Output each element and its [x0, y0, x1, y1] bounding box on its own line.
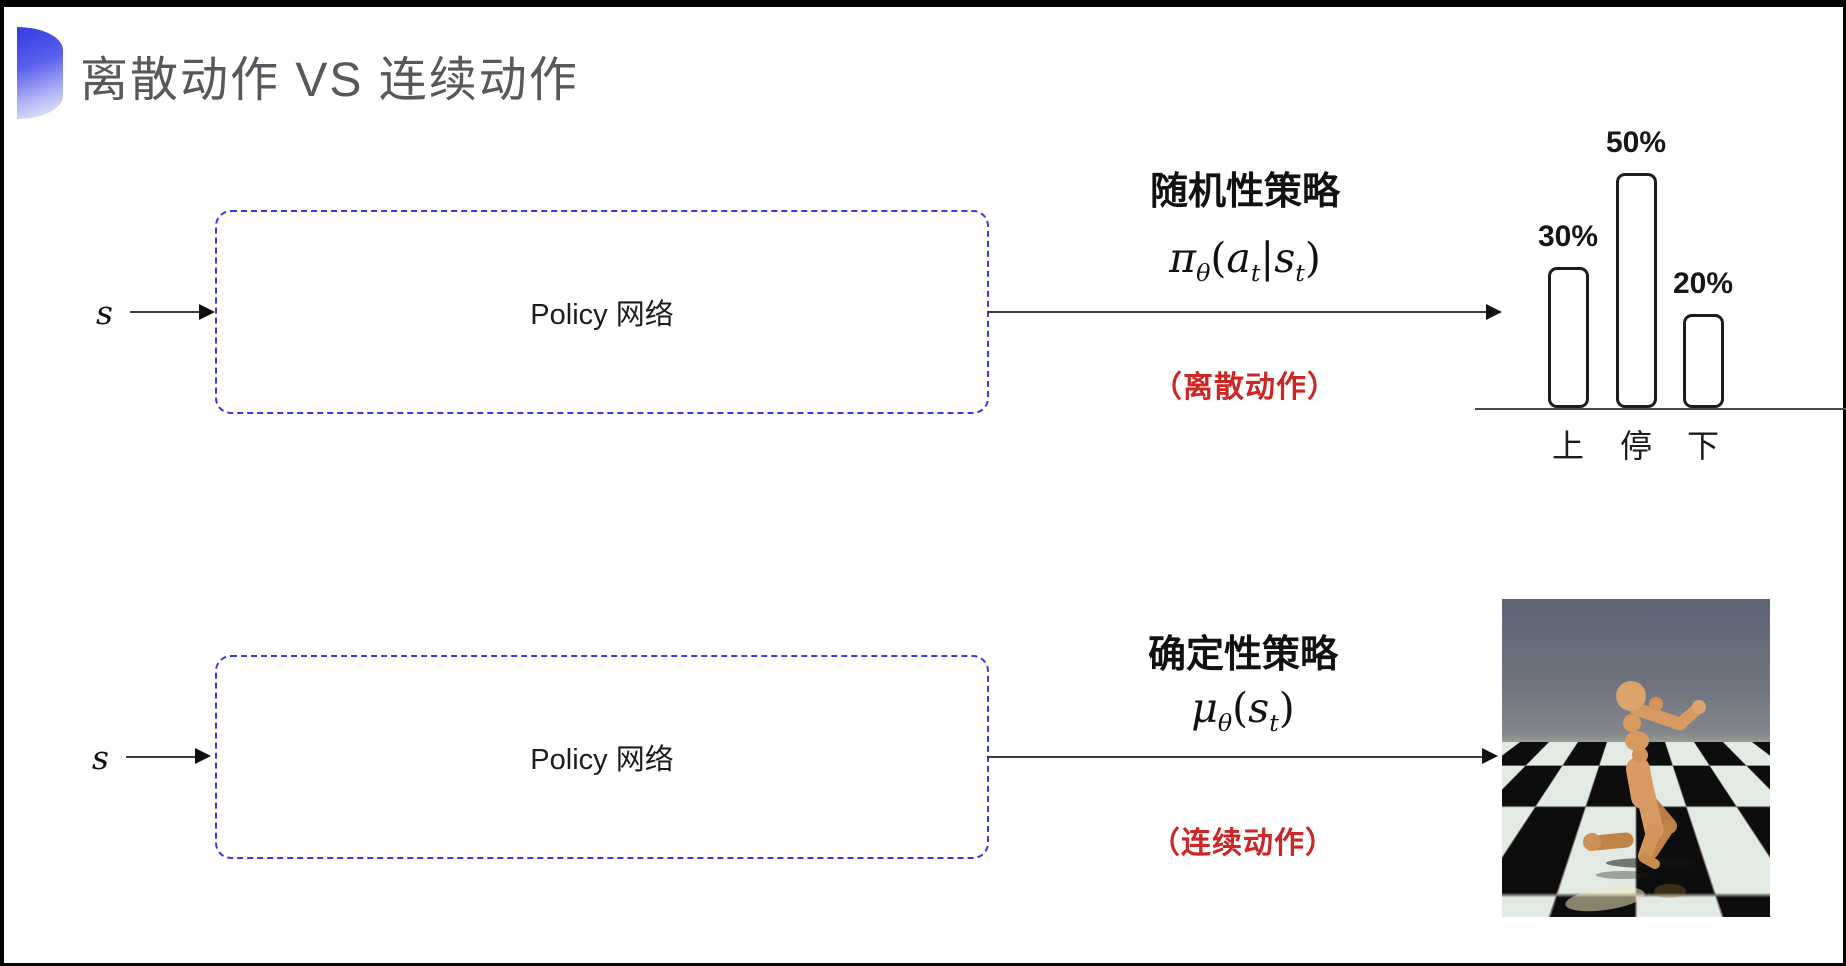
policy-network-label: Policy 网络	[530, 744, 674, 776]
state-input-label-bottom: s	[92, 738, 109, 777]
bar-column: 20%	[1658, 267, 1748, 408]
arrow-line	[130, 311, 202, 313]
deterministic-policy-title: 确定性策略	[1147, 634, 1338, 676]
bar-column: 30%	[1523, 220, 1613, 408]
stochastic-policy-title: 随机性策略	[1149, 171, 1340, 213]
formula-theta-sub: θ	[1217, 709, 1233, 738]
bar	[1615, 173, 1657, 408]
bar-value-label: 20%	[1672, 267, 1734, 300]
category-label: 上	[1551, 428, 1584, 464]
policy-network-label: Policy 网络	[530, 299, 674, 331]
arrow-head-icon	[1482, 748, 1498, 764]
bar-value-label: 30%	[1537, 220, 1599, 253]
humanoid-robot-icon	[1565, 681, 1706, 912]
formula-paren: (	[1210, 234, 1227, 282]
humanoid-simulation-image	[1502, 599, 1770, 917]
formula-s: s	[1274, 234, 1296, 282]
bar-value-label: 50%	[1605, 126, 1667, 159]
arrow-line	[987, 756, 1483, 758]
state-input-label-top: s	[96, 293, 113, 332]
bar-column: 50%	[1591, 126, 1681, 408]
arrow-head-icon	[1486, 304, 1502, 320]
formula-bar: |	[1260, 234, 1275, 282]
bar	[1547, 267, 1589, 408]
policy-network-box-top: Policy 网络	[215, 210, 989, 414]
action-probability-bar-chart: 30% 50% 20% 上 停 下	[1475, 95, 1846, 464]
discrete-action-note: （离散动作）	[1152, 371, 1338, 404]
arrow-line	[987, 311, 1487, 313]
arrow-line	[126, 756, 198, 758]
formula-theta-sub: θ	[1196, 259, 1211, 288]
category-label: 下	[1686, 428, 1719, 464]
chart-baseline	[1475, 408, 1846, 410]
formula-t-sub: t	[1269, 709, 1279, 738]
page-title: 离散动作 VS 连续动作	[80, 54, 579, 107]
formula-paren: (	[1232, 684, 1249, 732]
policy-network-box-bottom: Policy 网络	[215, 655, 989, 859]
formula-paren: )	[1278, 684, 1295, 732]
deterministic-policy-formula: μθ(st)	[1078, 684, 1408, 737]
formula-t-sub: t	[1295, 259, 1305, 288]
formula-mu: μ	[1191, 684, 1218, 732]
formula-t-sub: t	[1250, 259, 1261, 288]
category-label: 停	[1619, 428, 1652, 464]
stochastic-policy-formula: πθ(at|st)	[1080, 234, 1410, 287]
arrow-head-icon	[199, 304, 215, 320]
accent-circle-icon	[17, 27, 63, 119]
arrow-head-icon	[195, 748, 211, 764]
bar	[1682, 314, 1724, 408]
formula-a: a	[1226, 234, 1251, 282]
continuous-action-note: （连续动作）	[1150, 827, 1336, 860]
formula-paren: )	[1304, 234, 1321, 282]
formula-pi: π	[1169, 234, 1197, 282]
formula-s: s	[1248, 684, 1270, 732]
